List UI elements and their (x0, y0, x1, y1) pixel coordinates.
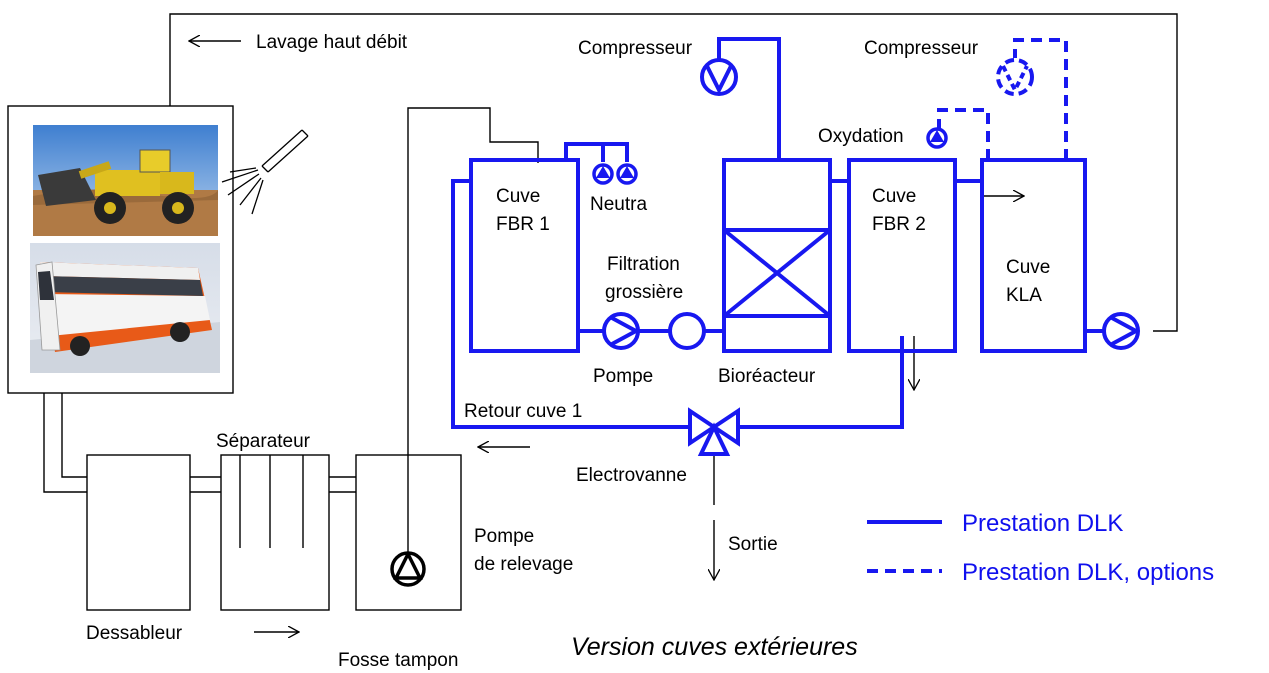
tank-kla-label-line2: KLA (1006, 285, 1042, 306)
electrovalve-icon (688, 407, 740, 456)
filtration-label-line2: grossière (605, 282, 683, 303)
tank-fbr2-label-line2: FBR 2 (872, 214, 926, 235)
lift-pump-riser (407, 107, 539, 552)
sand-trap-box (86, 454, 191, 611)
neutra-pump-icon (592, 163, 614, 185)
legend: Prestation DLK Prestation DLK, options (867, 510, 1214, 586)
pump-icon (602, 312, 641, 350)
spray-nozzle-icon (221, 129, 309, 215)
neutra-label: Neutra (590, 194, 647, 215)
lift-pump-icon (390, 550, 426, 587)
solenoid-valve-label: Electrovanne (576, 465, 687, 486)
high-flow-wash-label: Lavage haut débit (256, 32, 408, 53)
buffer-pit-label: Fosse tampon (338, 650, 458, 671)
outlet-label: Sortie (728, 534, 778, 555)
pipe-return-loop (451, 179, 904, 429)
pipe-sandtrap-separator (190, 476, 221, 493)
legend-solid-label: Prestation DLK (962, 510, 1123, 537)
neutra-pump-icon (616, 163, 638, 185)
lift-pump-label-line2: de relevage (474, 554, 573, 575)
kla-pump-icon (1102, 312, 1141, 350)
oxidation-label: Oxydation (818, 126, 904, 147)
tank-fbr1-label-line1: Cuve (496, 186, 540, 207)
compressor-2-icon (996, 58, 1034, 96)
pump-label: Pompe (593, 366, 653, 387)
tank-kla-label-line1: Cuve (1006, 257, 1050, 278)
compressor-1-label: Compresseur (578, 38, 693, 59)
pipe-neutra (564, 142, 629, 162)
tank-fbr2-label-line1: Cuve (872, 186, 916, 207)
pipe-compressor2-option (1013, 38, 1068, 160)
bioreactor-packing (722, 228, 832, 318)
legend-dashed-label: Prestation DLK, options (962, 559, 1214, 586)
pipe-compressor1 (717, 37, 781, 160)
version-caption: Version cuves extérieures (571, 633, 858, 661)
filtration-label-line1: Filtration (607, 254, 680, 275)
oxidation-pump-icon (926, 127, 948, 149)
coarse-filter-icon (668, 312, 706, 350)
bioreactor (722, 158, 832, 353)
tank-fbr1-label-line2: FBR 1 (496, 214, 550, 235)
separator-baffles (239, 455, 304, 548)
pipe-oxidation-option (937, 108, 990, 160)
bioreactor-label: Bioréacteur (718, 366, 816, 387)
tank-fbr1 (469, 158, 580, 353)
compressor-2-label: Compresseur (864, 38, 979, 59)
lift-pump-label-line1: Pompe (474, 526, 534, 547)
separator-label: Séparateur (216, 431, 311, 452)
pipe-separator-buffer (329, 476, 356, 493)
return-tank1-label: Retour cuve 1 (464, 401, 582, 422)
wheel-loader-photo (33, 125, 218, 236)
wash-loop-line (169, 13, 1178, 332)
separator-box (220, 454, 330, 611)
sand-trap-label: Dessableur (86, 623, 183, 644)
compressor-1-icon (700, 58, 738, 96)
bus-photo (30, 243, 220, 373)
wash-area-box (7, 105, 234, 394)
pipe-wash-to-sandtrap (43, 393, 87, 493)
tank-kla (980, 158, 1087, 353)
